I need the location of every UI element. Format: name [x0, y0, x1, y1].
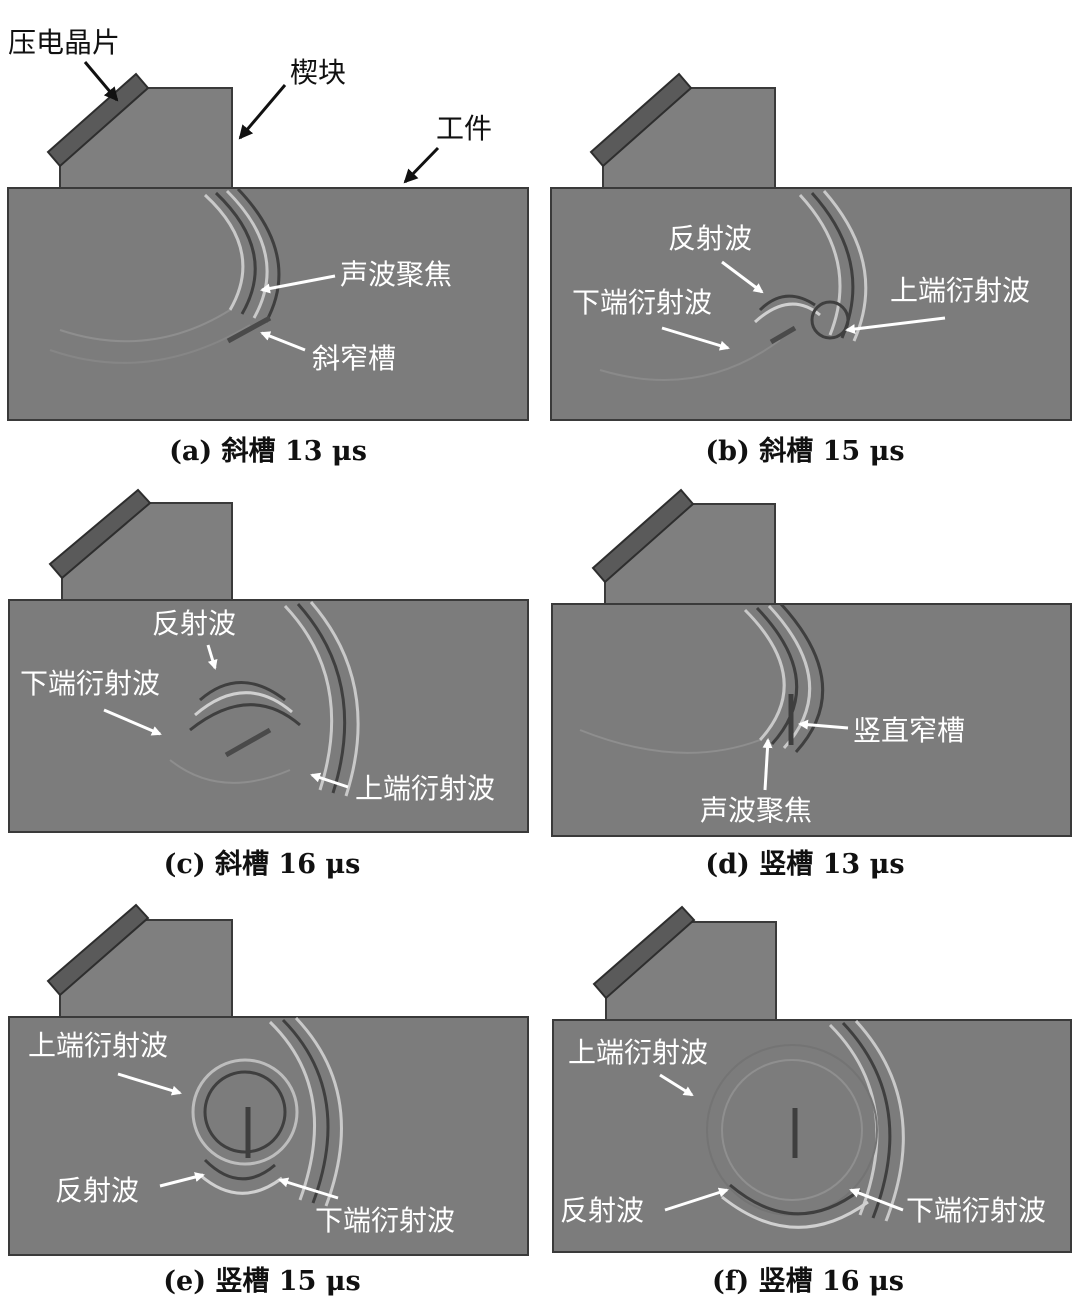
label-upper-diffraction: 上端衍射波 — [890, 274, 1030, 307]
label-reflected: 反射波 — [55, 1174, 139, 1207]
arrow-lower-diffraction — [849, 1188, 904, 1212]
oblique-slot — [769, 325, 797, 345]
label-upper-diffraction: 上端衍射波 — [568, 1036, 708, 1069]
piezo-crystal — [591, 488, 695, 584]
arrow-workpiece — [403, 146, 440, 184]
wavefronts — [49, 187, 281, 364]
arrow-focus — [762, 738, 773, 791]
arrow-upper-diffraction — [659, 1073, 694, 1097]
label-lower-diffraction: 下端衍射波 — [906, 1194, 1046, 1227]
arrow-reflected — [664, 1187, 729, 1212]
panel-d: 竖直窄槽 声波聚焦 (d) 竖槽 13 μs — [551, 488, 1072, 880]
label-lower-diffraction: 下端衍射波 — [315, 1204, 455, 1237]
arrow-wedge — [238, 84, 287, 140]
label-workpiece: 工件 — [436, 112, 492, 145]
label-upper-diffraction: 上端衍射波 — [28, 1029, 168, 1062]
arrow-upper-diffraction — [310, 772, 349, 789]
label-piezo: 压电晶片 — [8, 26, 120, 59]
arrow-piezo — [83, 61, 119, 102]
label-focus: 声波聚焦 — [340, 258, 452, 291]
label-reflected: 反射波 — [152, 607, 236, 640]
label-lower-diffraction: 下端衍射波 — [572, 286, 712, 319]
arrow-slot — [260, 331, 306, 352]
label-wedge: 楔块 — [290, 56, 346, 89]
piezo-crystal — [589, 72, 693, 168]
arrow-reflected — [721, 260, 764, 294]
arrow-reflected — [206, 644, 218, 670]
workpiece — [8, 599, 529, 833]
oblique-slot — [224, 727, 272, 758]
arrow-lower-diffraction — [103, 708, 162, 736]
wavefronts — [169, 601, 360, 797]
label-upper-diffraction: 上端衍射波 — [355, 772, 495, 805]
wavefronts — [599, 190, 868, 381]
panel-e: 上端衍射波 反射波 下端衍射波 (e) 竖槽 15 μs — [8, 903, 529, 1297]
workpiece — [551, 603, 1072, 837]
caption-f: (f) 竖槽 16 μs — [712, 1266, 904, 1297]
panel-b: 反射波 下端衍射波 上端衍射波 (b) 斜槽 15 μs — [550, 72, 1072, 467]
label-focus: 声波聚焦 — [700, 794, 812, 827]
wavefronts — [191, 1016, 343, 1207]
piezo-crystal — [592, 905, 696, 1000]
arrow-lower-diffraction — [661, 326, 730, 351]
arrow-upper-diffraction — [117, 1072, 182, 1096]
caption-e: (e) 竖槽 15 μs — [163, 1266, 360, 1297]
arrow-slot — [798, 719, 849, 730]
arrow-focus — [260, 274, 336, 294]
workpiece — [8, 1016, 529, 1256]
label-reflected: 反射波 — [668, 222, 752, 255]
wavefronts — [706, 1019, 905, 1229]
workpiece — [7, 187, 529, 421]
panel-f: 上端衍射波 反射波 下端衍射波 (f) 竖槽 16 μs — [552, 905, 1072, 1297]
label-slot: 竖直窄槽 — [853, 714, 965, 747]
caption-b: (b) 斜槽 15 μs — [705, 436, 904, 467]
label-lower-diffraction: 下端衍射波 — [20, 667, 160, 700]
label-slot: 斜窄槽 — [312, 342, 396, 375]
wavefronts — [579, 602, 825, 754]
arrow-lower-diffraction — [278, 1177, 339, 1200]
piezo-crystal — [46, 903, 150, 997]
panel-c: 反射波 下端衍射波 上端衍射波 (c) 斜槽 16 μs — [8, 488, 529, 880]
arrow-reflected — [159, 1172, 205, 1188]
caption-c: (c) 斜槽 16 μs — [164, 849, 361, 880]
arrow-upper-diffraction — [845, 316, 946, 334]
piezo-crystal — [48, 488, 152, 580]
panel-a: 压电晶片 楔块 工件 声波聚焦 斜窄槽 (a) 斜槽 13 μs — [7, 26, 529, 467]
caption-d: (d) 竖槽 13 μs — [705, 849, 904, 880]
caption-a: (a) 斜槽 13 μs — [169, 436, 367, 467]
label-reflected: 反射波 — [560, 1194, 644, 1227]
oblique-slot — [226, 315, 272, 344]
